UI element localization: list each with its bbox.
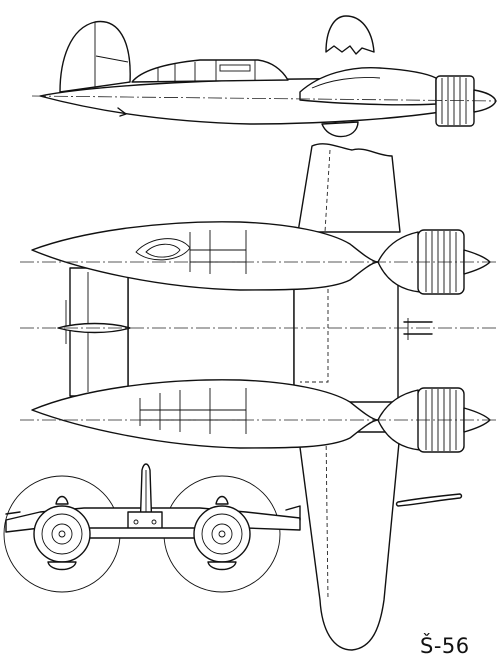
side-canopy-detail <box>325 15 375 55</box>
top-view <box>20 143 496 651</box>
top-wing-lower <box>297 431 401 651</box>
side-canopy <box>131 59 289 83</box>
airfoil-profile <box>395 493 463 507</box>
side-wheel <box>321 121 359 138</box>
wing-section <box>395 493 463 507</box>
side-nacelle <box>299 67 437 106</box>
designation-label: Š-56 <box>420 634 470 658</box>
front-view <box>3 463 301 593</box>
side-view <box>31 15 497 138</box>
top-center-section <box>127 271 295 393</box>
top-wing-upper <box>297 143 401 233</box>
